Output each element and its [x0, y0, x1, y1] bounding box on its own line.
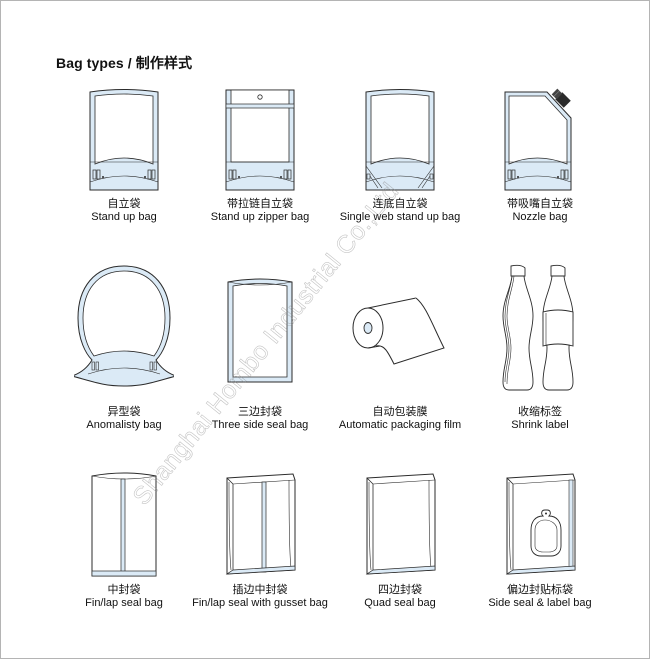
bag-card-packaging-film: 自动包装膜 Automatic packaging film: [320, 262, 480, 432]
bag-label-en: Automatic packaging film: [338, 419, 462, 431]
title-zh: 制作样式: [135, 55, 193, 71]
bag-card-fin-seal: 中封袋 Fin/lap seal bag: [44, 470, 204, 610]
side-seal-label-bag-icon: [505, 473, 576, 575]
bag-card-single-web: 连底自立袋 Single web stand up bag: [320, 88, 480, 224]
bag-label-en: Quad seal bag: [364, 597, 436, 609]
bag-label-en: Nozzle bag: [512, 211, 568, 223]
bag-label-zh: 带吸嘴自立袋: [507, 198, 573, 210]
bag-card-quad-seal: 四边封袋 Quad seal bag: [320, 470, 480, 610]
bag-label-zh: 收缩标签: [518, 406, 562, 418]
bag-label-en: Single web stand up bag: [339, 211, 461, 223]
bag-label-en: Stand up zipper bag: [210, 211, 310, 223]
bag-label-zh: 三边封袋: [238, 406, 282, 418]
fin-seal-bag-icon: [91, 472, 157, 577]
bag-label-en: Fin/lap seal bag: [85, 597, 163, 609]
nozzle-bag-icon: [504, 88, 572, 191]
bag-card-gusset-fin-seal: 插边中封袋 Fin/lap seal with gusset bag: [180, 470, 340, 610]
bag-card-stand-up: 自立袋 Stand up bag: [44, 88, 204, 224]
bag-label-en: Anomalisty bag: [86, 419, 162, 431]
bag-card-side-seal-label: 偏边封贴标袋 Side seal & label bag: [460, 470, 620, 610]
bag-label-en: Shrink label: [511, 419, 569, 431]
bag-card-stand-up-zipper: 带拉链自立袋 Stand up zipper bag: [180, 88, 340, 224]
three-side-seal-bag-icon: [227, 278, 293, 383]
stand-up-zipper-bag-icon: [225, 89, 295, 191]
shaped-bag-icon: [74, 265, 174, 387]
bag-label-en: Three side seal bag: [211, 419, 309, 431]
bag-label-zh: 插边中封袋: [232, 584, 288, 596]
bag-label-en: Fin/lap seal with gusset bag: [192, 597, 328, 609]
bag-label-zh: 连底自立袋: [372, 198, 428, 210]
film-roll-icon: [352, 297, 445, 365]
bag-label-zh: 中封袋: [107, 584, 141, 596]
shrink-label-bottles-icon: [502, 264, 574, 391]
gusset-fin-seal-bag-icon: [225, 473, 296, 575]
bag-label-en: Side seal & label bag: [488, 597, 592, 609]
bag-label-zh: 带拉链自立袋: [227, 198, 293, 210]
bag-card-nozzle: 带吸嘴自立袋 Nozzle bag: [460, 88, 620, 224]
bag-label-zh: 异型袋: [107, 406, 141, 418]
bag-label-zh: 偏边封贴标袋: [507, 584, 573, 596]
bag-card-three-side-seal: 三边封袋 Three side seal bag: [180, 262, 340, 432]
bag-card-shrink-label: 收缩标签 Shrink label: [460, 262, 620, 432]
page-title: Bag types / 制作样式: [56, 53, 192, 73]
bag-label-zh: 自动包装膜: [372, 406, 428, 418]
stand-up-bag-icon: [89, 89, 159, 191]
single-web-stand-up-bag-icon: [365, 89, 435, 191]
title-en: Bag types /: [56, 55, 136, 71]
bag-label-zh: 四边封袋: [378, 584, 422, 596]
quad-seal-bag-icon: [365, 473, 436, 575]
bag-label-en: Stand up bag: [91, 211, 157, 223]
bag-label-zh: 自立袋: [107, 198, 141, 210]
bag-card-anomalisty: 异型袋 Anomalisty bag: [44, 262, 204, 432]
